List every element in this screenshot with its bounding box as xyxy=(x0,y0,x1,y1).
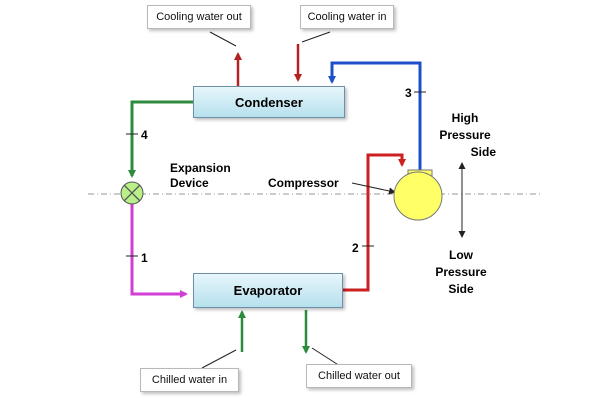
leader-compressor xyxy=(351,182,396,195)
label-chilled-water-in-text: Chilled water in xyxy=(151,374,228,386)
compressor-label: Compressor xyxy=(268,176,339,190)
label-chilled-water-out: Chilled water out xyxy=(306,364,412,388)
high-label-line3: Side xyxy=(470,145,496,159)
evaporator-box: Evaporator xyxy=(193,273,343,308)
label-chilled-water-in: Chilled water in xyxy=(140,368,239,392)
line-expansion-to-evaporator xyxy=(130,204,188,298)
expansion-label-line1: Expansion xyxy=(170,161,231,175)
compressor-icon xyxy=(393,169,443,221)
evaporator-label: Evaporator xyxy=(233,283,303,298)
low-label-line2: Pressure xyxy=(435,265,487,279)
label-cooling-water-in-text: Cooling water in xyxy=(307,11,387,23)
high-label-line1: High xyxy=(451,111,479,125)
line-evaporator-to-compressor xyxy=(342,153,406,292)
low-pressure-side-label: Low Pressure Side xyxy=(426,247,496,298)
leader-chilled-water-in xyxy=(201,349,237,369)
expansion-label-line2: Device xyxy=(170,176,209,190)
line-compressor-to-condenser xyxy=(328,61,422,172)
leader-cooling-water-out xyxy=(209,31,237,47)
condenser-box: Condenser xyxy=(193,86,345,118)
high-label-line2: Pressure xyxy=(439,128,491,142)
label-cooling-water-in: Cooling water in xyxy=(300,5,394,29)
leader-cooling-water-in xyxy=(301,31,331,43)
high-pressure-side-label: High Pressure Side xyxy=(430,110,500,161)
expansion-device-icon xyxy=(120,181,144,205)
state-point-1: 1 xyxy=(141,251,148,265)
leader-chilled-water-out xyxy=(311,347,341,367)
state-point-3: 3 xyxy=(405,86,412,100)
line-condenser-to-expansion xyxy=(128,100,193,178)
low-label-line1: Low xyxy=(449,248,473,262)
label-cooling-water-out-text: Cooling water out xyxy=(156,11,242,23)
label-cooling-water-out: Cooling water out xyxy=(147,5,251,29)
label-chilled-water-out-text: Chilled water out xyxy=(318,370,400,382)
condenser-label: Condenser xyxy=(235,94,303,110)
expansion-device-label: Expansion Device xyxy=(170,161,231,191)
state-point-4: 4 xyxy=(141,128,148,142)
low-label-line3: Side xyxy=(448,282,474,296)
state-point-2: 2 xyxy=(352,241,359,255)
